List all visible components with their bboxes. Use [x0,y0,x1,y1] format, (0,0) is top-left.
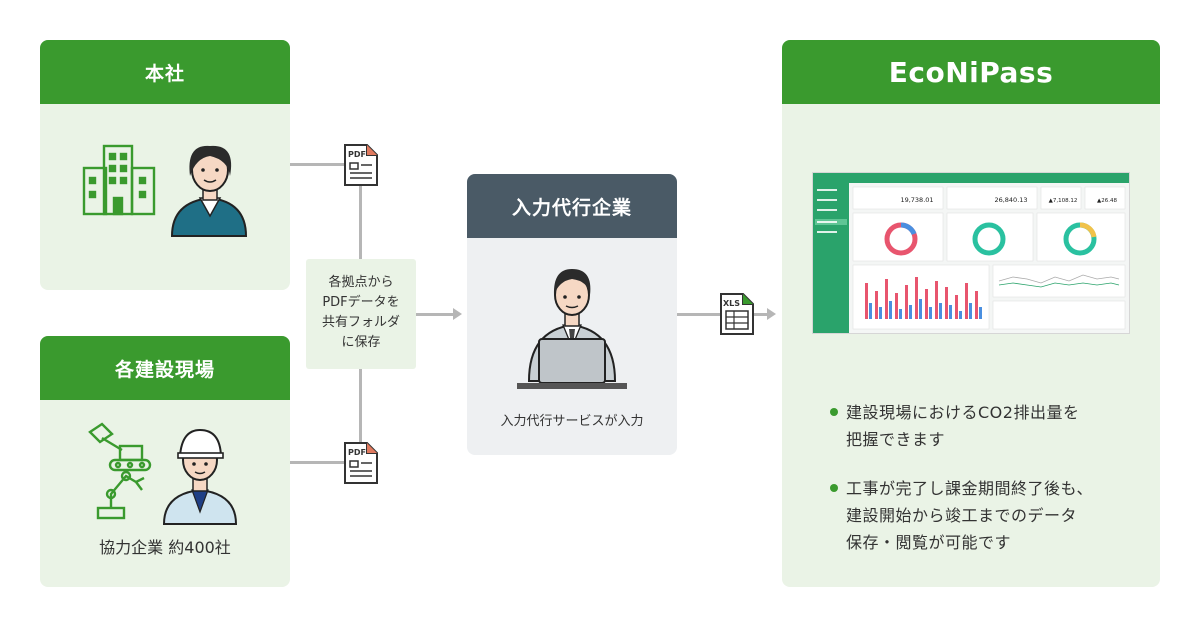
pdf-label: PDF [348,448,366,457]
robot-arm-icon [96,470,145,520]
feature-bullet: 建設現場におけるCO2排出量を 把握できます [830,399,1132,453]
dashboard-screenshot: 19,738.01 26,840.13 ▲7,108.12 ▲26.48 [812,172,1130,334]
bullet-line: 建設現場におけるCO2排出量を [846,403,1080,422]
pdf-file-icon: PDF [344,442,378,484]
construction-worker-icon [162,428,238,525]
share-line: に保存 [341,335,381,350]
connector-genba [290,461,360,464]
bullet-line: 建設開始から竣工までのデータ [846,506,1078,525]
honsha-card: 本社 [40,40,290,290]
share-note: 各拠点から PDFデータを 共有フォルダ に保存 [306,259,416,369]
bullet-line: 把握できます [846,430,946,449]
feature-bullet: 工事が完了し課金期間終了後も、 建設開始から竣工までのデータ 保存・閲覧が可能で… [830,475,1132,556]
genba-card: 各建設現場 [40,336,290,587]
daiko-caption: 入力代行サービスが入力 [500,414,644,429]
bar-panel [852,264,990,330]
pdf-file-icon: PDF [344,144,378,186]
share-line: 共有フォルダ [321,315,400,330]
stat-value: 26,840.13 [994,196,1027,204]
donut-panels [852,212,1126,262]
share-line: PDFデータを [322,295,400,310]
share-line: 各拠点から [328,275,394,290]
stat-value: 19,738.01 [900,196,933,204]
xls-label: XLS [723,299,740,308]
pdf-label: PDF [348,150,366,159]
bullet-line: 工事が完了し課金期間終了後も、 [846,479,1094,498]
bullet-dot-icon [830,484,838,492]
daiko-title: 入力代行企業 [467,174,677,238]
excavator-icon [88,422,152,472]
arrow-to-econi [767,308,776,320]
connector-to-daiko [416,313,454,316]
genba-title: 各建設現場 [40,336,290,400]
line-panel [992,264,1126,330]
honsha-title: 本社 [40,40,290,104]
genba-illustration [88,422,238,525]
building-icon [82,144,156,216]
bullet-line: 保存・閲覧が可能です [846,533,1012,552]
honsha-illustration [82,144,248,237]
dashboard-mock: 19,738.01 26,840.13 ▲7,108.12 ▲26.48 [813,173,1129,333]
laptop-operator-icon [517,269,627,389]
stat-value: ▲7,108.12 [1049,198,1078,204]
econipass-title: EcoNiPass [782,40,1160,104]
office-worker-icon [170,145,248,237]
stat-value: ▲26.48 [1097,198,1117,204]
stat-cards: 19,738.01 26,840.13 ▲7,108.12 ▲26.48 [852,186,1126,210]
arrow-to-daiko [453,308,462,320]
connector-honsha [290,163,360,166]
bullet-dot-icon [830,408,838,416]
genba-caption: 協力企業 約400社 [99,538,231,557]
xls-file-icon: XLS [720,293,754,335]
